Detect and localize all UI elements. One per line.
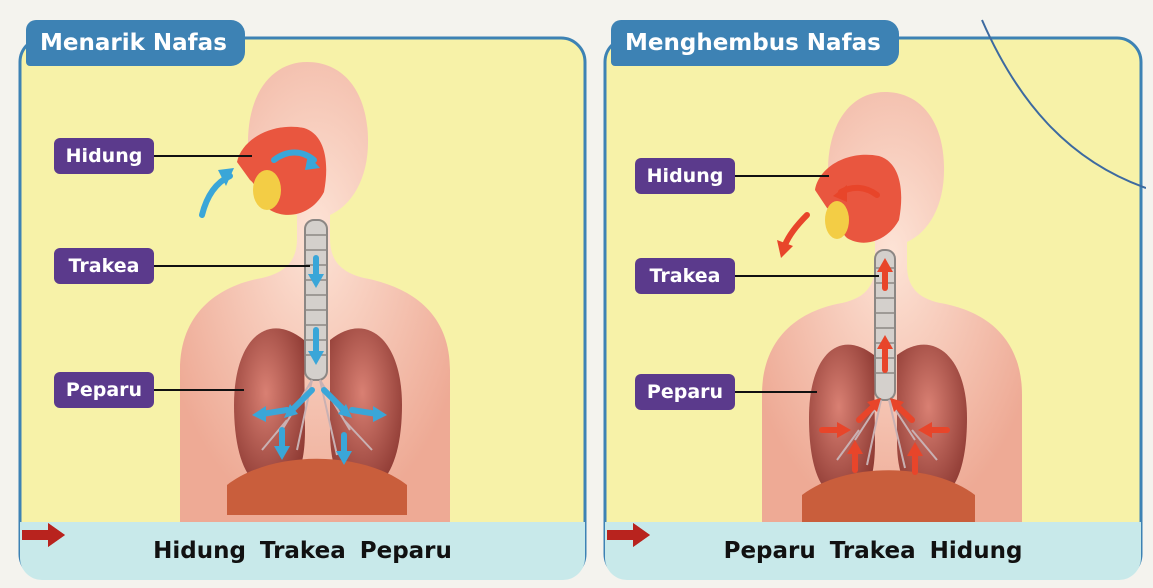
- nose-label: Hidung: [54, 138, 154, 174]
- trachea-label: Trakea: [54, 248, 154, 284]
- lungs-label: Peparu: [54, 372, 154, 408]
- nose-label: Hidung: [635, 158, 735, 194]
- mouth: [253, 170, 281, 210]
- flow-arrow-icon: [605, 522, 651, 548]
- inhale-diagram: [12, 10, 587, 582]
- lungs-label: Peparu: [635, 374, 735, 410]
- flow-arrow-icon: [20, 522, 66, 548]
- inhale-panel: Menarik Nafas Hidung Trakea Peparu Hidun…: [12, 10, 587, 582]
- exhale-panel: Menghembus Nafas Hidung Trakea Peparu Pe…: [597, 10, 1146, 582]
- flow-sequence: Hidung Trakea Peparu: [20, 522, 585, 580]
- trachea-label: Trakea: [635, 258, 735, 294]
- flow-step-2: Trakea: [260, 538, 346, 564]
- panel-title: Menghembus Nafas: [611, 20, 899, 66]
- panel-title: Menarik Nafas: [26, 20, 245, 66]
- mouth: [825, 201, 849, 239]
- flow-sequence: Peparu Trakea Hidung: [605, 522, 1141, 580]
- exhale-diagram: [597, 10, 1146, 582]
- flow-step-3: Peparu: [360, 538, 452, 564]
- flow-step-2: Trakea: [830, 538, 916, 564]
- flow-step-1: Peparu: [724, 538, 816, 564]
- flow-step-1: Hidung: [153, 538, 246, 564]
- flow-step-3: Hidung: [930, 538, 1023, 564]
